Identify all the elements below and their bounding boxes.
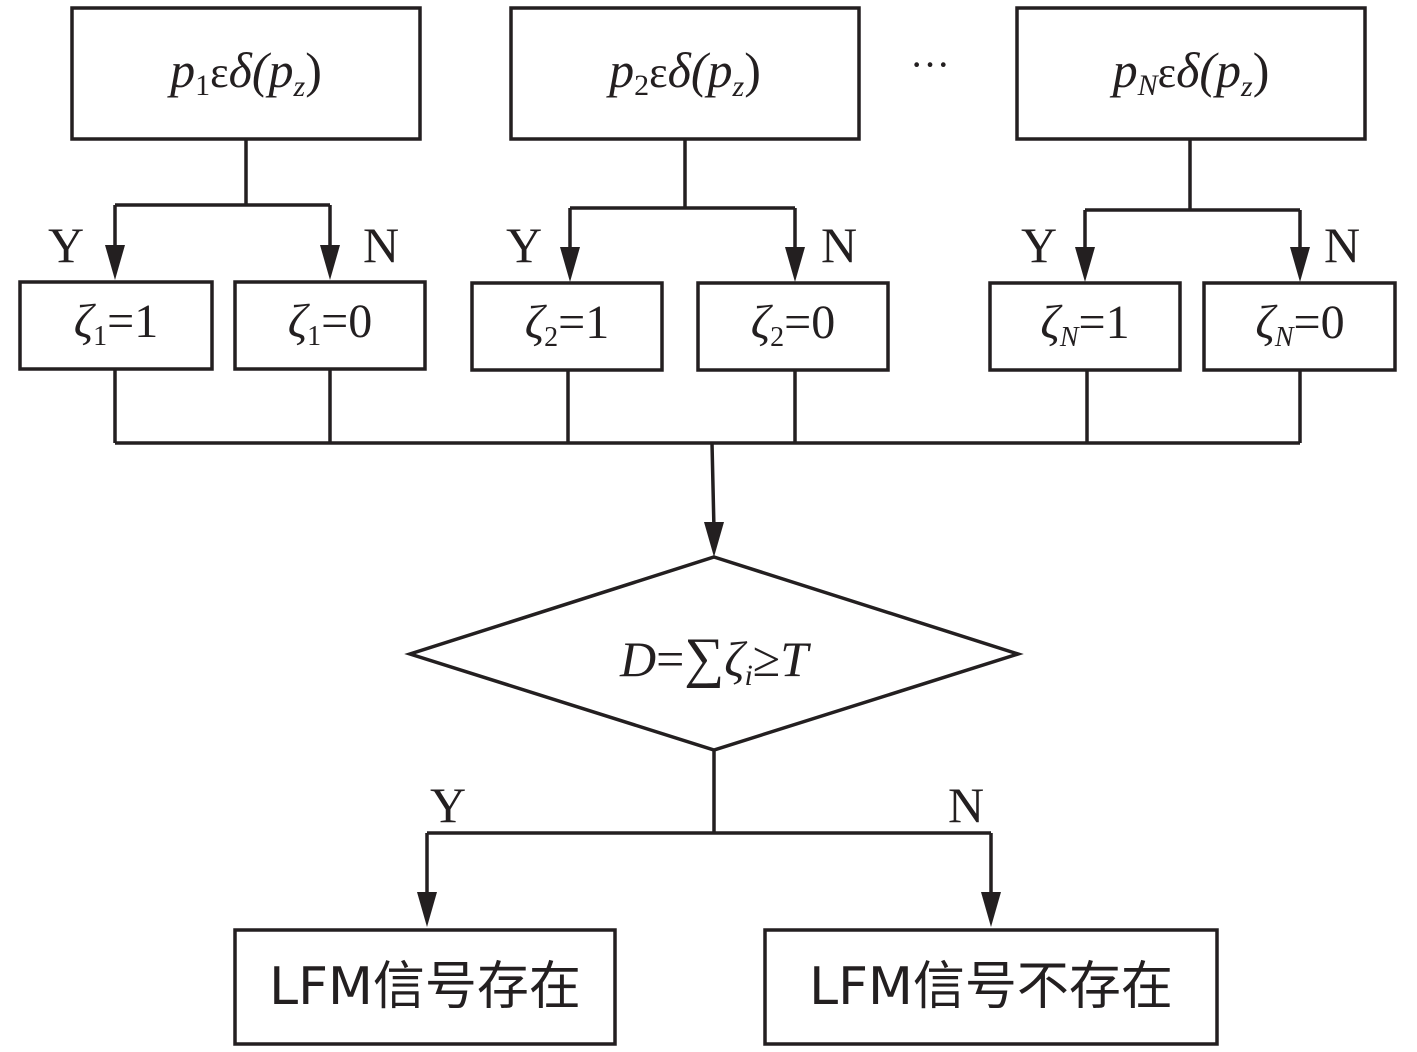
zeta-box-2-no: ζ2=0 <box>696 281 890 372</box>
connector-ch1-split <box>113 140 332 255</box>
connector-merge-bus <box>113 369 1302 531</box>
zeta-formula-2-yes: ζ2=1 <box>525 296 610 353</box>
arrowhead-ch2-no <box>785 247 805 282</box>
arrowhead-ch1-yes <box>105 245 125 280</box>
label-ch2-no: N <box>821 217 857 273</box>
label-decision-no: N <box>948 777 984 833</box>
label-chN-yes: Y <box>1021 217 1057 273</box>
zeta-formula-N-no: ζN=0 <box>1255 296 1344 353</box>
test-formula-N: pNεδ(pz) <box>1110 42 1270 103</box>
label-chN-no: N <box>1324 217 1360 273</box>
test-formula-1: p1εδ(pz) <box>167 42 322 103</box>
connectors <box>113 140 1302 900</box>
outcome-box-yes: LFM信号存在 <box>233 928 617 1046</box>
outcome-box-no: LFM信号不存在 <box>763 928 1219 1046</box>
zeta-formula-2-no: ζ2=0 <box>751 296 836 353</box>
label-decision-yes: Y <box>430 777 466 833</box>
label-ch1-yes: Y <box>48 217 84 273</box>
arrowheads <box>105 245 1310 927</box>
zeta-box-1-yes: ζ1=1 <box>18 280 214 371</box>
zeta-formula-N-yes: ζN=1 <box>1040 296 1129 353</box>
connector-chN-split <box>1083 140 1302 257</box>
connector-decision-split <box>425 750 993 900</box>
label-ch2-yes: Y <box>506 217 542 273</box>
zeta-formula-1-yes: ζ1=1 <box>74 295 159 352</box>
test-box-2: p2εδ(pz) <box>509 6 861 141</box>
test-formula-2: p2εδ(pz) <box>606 42 761 103</box>
label-ch1-no: N <box>363 217 399 273</box>
zeta-formula-1-no: ζ1=0 <box>288 295 373 352</box>
zeta-box-N-yes: ζN=1 <box>988 281 1182 372</box>
ellipsis: ··· <box>910 42 950 87</box>
zeta-box-2-yes: ζ2=1 <box>470 281 664 372</box>
zeta-box-N-no: ζN=0 <box>1202 281 1397 372</box>
connector-ch2-split <box>568 140 797 257</box>
arrowhead-ch2-yes <box>560 247 580 282</box>
arrowhead-chN-no <box>1290 247 1310 282</box>
arrowhead-outcome-no <box>981 892 1001 927</box>
outcome-no-text: LFM信号不存在 <box>809 957 1173 1017</box>
test-box-1: p1εδ(pz) <box>70 6 422 141</box>
decision-diamond: D=∑ζi≥T <box>404 555 1024 752</box>
test-box-N: pNεδ(pz) <box>1015 6 1367 141</box>
decision-formula: D=∑ζi≥T <box>619 627 811 692</box>
arrowhead-outcome-yes <box>417 892 437 927</box>
outcome-yes-text: LFM信号存在 <box>269 957 581 1017</box>
zeta-box-1-no: ζ1=0 <box>233 280 427 371</box>
arrowhead-to-decision <box>704 522 724 557</box>
arrowhead-ch1-no <box>320 245 340 280</box>
arrowhead-chN-yes <box>1075 247 1095 282</box>
